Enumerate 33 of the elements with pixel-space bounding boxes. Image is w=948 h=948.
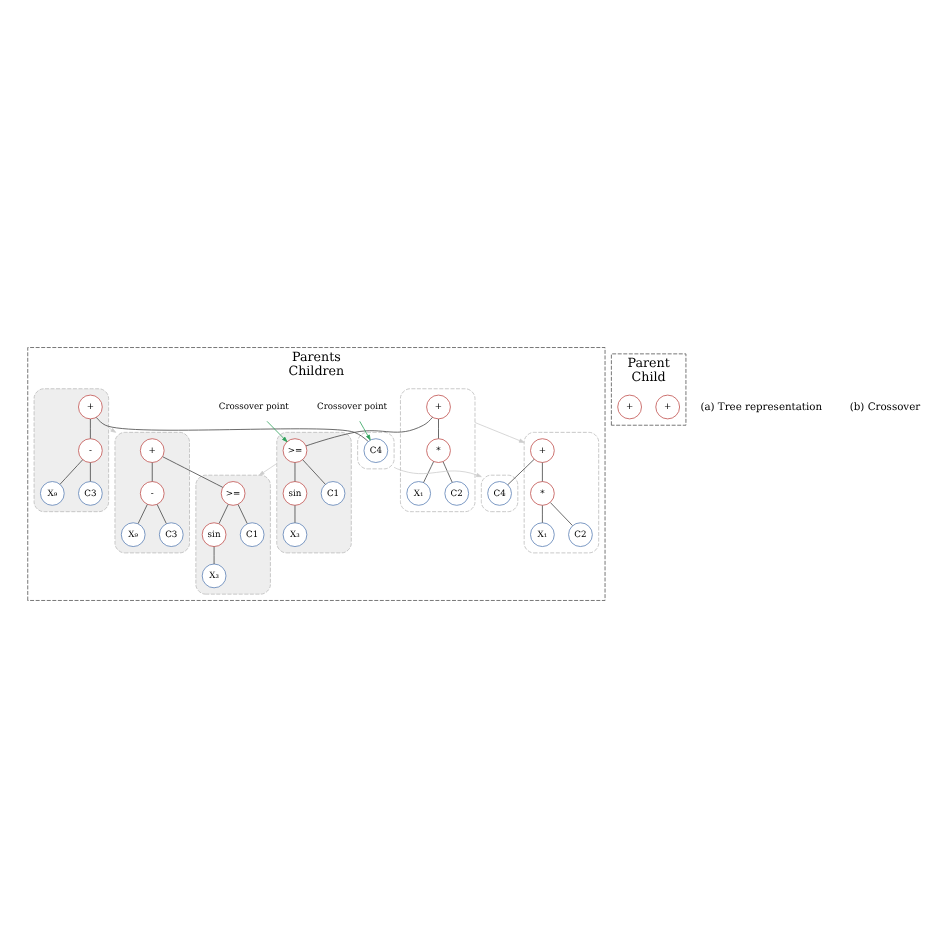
cluster [400, 388, 476, 513]
connector [302, 459, 326, 485]
connector [59, 459, 84, 485]
connector [442, 461, 453, 483]
cluster [114, 431, 190, 554]
connector [137, 504, 148, 524]
connector [218, 504, 229, 524]
cluster [276, 431, 352, 554]
connector [507, 458, 535, 486]
connector [550, 502, 573, 526]
connector [438, 418, 439, 439]
arrow [474, 422, 525, 443]
connector [90, 462, 91, 482]
cluster [523, 431, 600, 554]
connector [151, 462, 153, 482]
connector [213, 546, 215, 565]
arrow [108, 427, 117, 433]
connector [95, 417, 369, 442]
cluster [33, 388, 109, 513]
arrow [393, 466, 482, 478]
connector [156, 504, 167, 524]
connector [90, 418, 91, 439]
connector [305, 416, 433, 447]
connector [423, 461, 434, 483]
cluster [195, 474, 271, 595]
connector [542, 505, 543, 524]
cluster [480, 474, 519, 513]
arrow [258, 463, 278, 476]
connector [237, 504, 248, 524]
arrow [359, 420, 371, 441]
connector [542, 462, 543, 482]
connector [162, 456, 224, 488]
arrow [266, 420, 288, 443]
